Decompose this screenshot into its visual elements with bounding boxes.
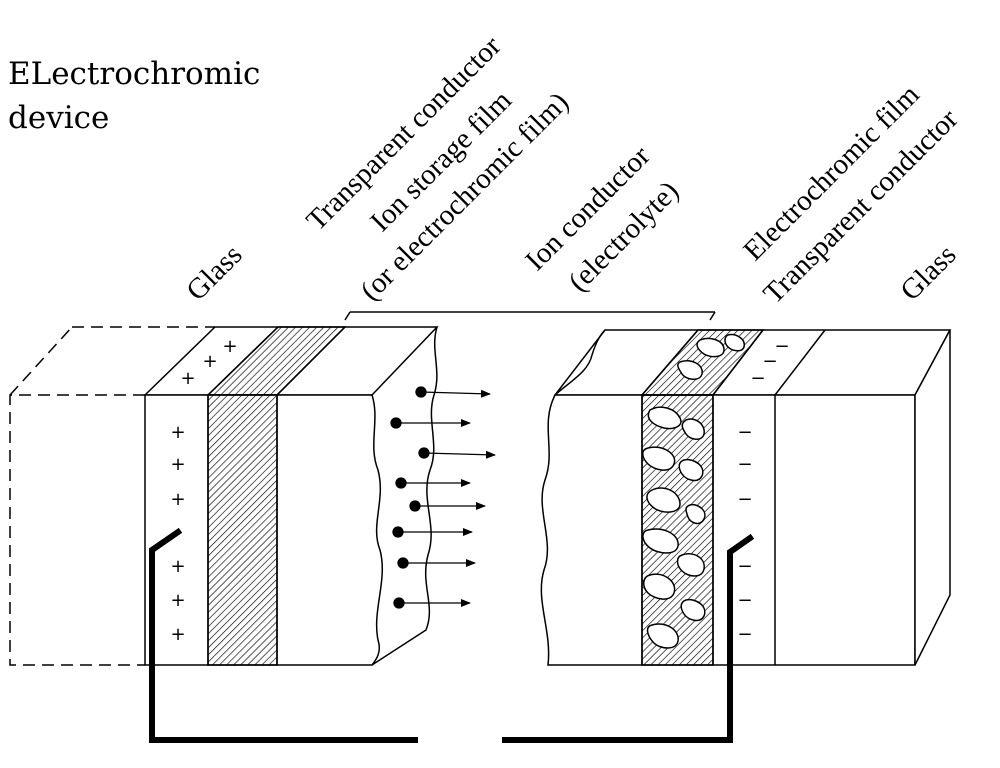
negative-charge: − <box>737 422 752 443</box>
diagram-title: ELectrochromic device <box>8 52 260 140</box>
ion-arrow <box>393 597 471 609</box>
right-assembly <box>540 329 952 666</box>
ion-arrow <box>397 557 476 569</box>
positive-charge: + <box>180 368 195 389</box>
positive-charge: + <box>170 590 185 611</box>
right-cut-edge <box>554 329 606 396</box>
label-glass-left: Glass <box>180 239 248 307</box>
layer-labels: Glass Transparent conductor Ion storage … <box>180 30 964 310</box>
negative-charges: − − − − − − − − − <box>737 336 789 645</box>
right-side-face <box>914 329 951 666</box>
positive-charges: + + + + + + + + + <box>170 336 237 645</box>
electrochromic-blobs <box>642 333 745 649</box>
positive-charge: + <box>170 556 185 577</box>
ion-arrow <box>392 526 473 538</box>
left-wire <box>149 527 418 743</box>
left-cut-edge <box>371 326 438 666</box>
title-line-1: ELectrochromic <box>8 56 261 92</box>
right-wire <box>502 533 755 743</box>
negative-charge: − <box>737 590 752 611</box>
positive-charge: + <box>170 489 185 510</box>
positive-charge: + <box>222 336 237 357</box>
negative-charge: − <box>737 556 752 577</box>
positive-charge: + <box>170 454 185 475</box>
ion-arrow <box>415 386 491 398</box>
ion-storage-film <box>207 394 278 666</box>
right-front-face <box>540 394 916 666</box>
positive-charge: + <box>170 624 185 645</box>
external-circuit <box>149 527 755 743</box>
ion-arrows <box>390 386 496 609</box>
ion-arrow <box>418 447 496 459</box>
positive-charge: + <box>170 422 185 443</box>
ion-conductor-bracket <box>344 311 716 321</box>
negative-charge: − <box>750 368 765 389</box>
ion-arrow <box>409 500 486 512</box>
positive-charge: + <box>202 351 217 372</box>
negative-charge: − <box>774 336 789 357</box>
left-assembly <box>9 326 439 666</box>
ion-arrow <box>390 417 471 429</box>
ion-arrow <box>395 477 471 489</box>
dashed-glass-extension <box>9 394 145 666</box>
negative-charge: − <box>737 624 752 645</box>
negative-charge: − <box>737 454 752 475</box>
title-line-2: device <box>8 100 110 136</box>
label-glass-right: Glass <box>894 239 962 307</box>
negative-charge: − <box>762 351 777 372</box>
negative-charge: − <box>737 489 752 510</box>
